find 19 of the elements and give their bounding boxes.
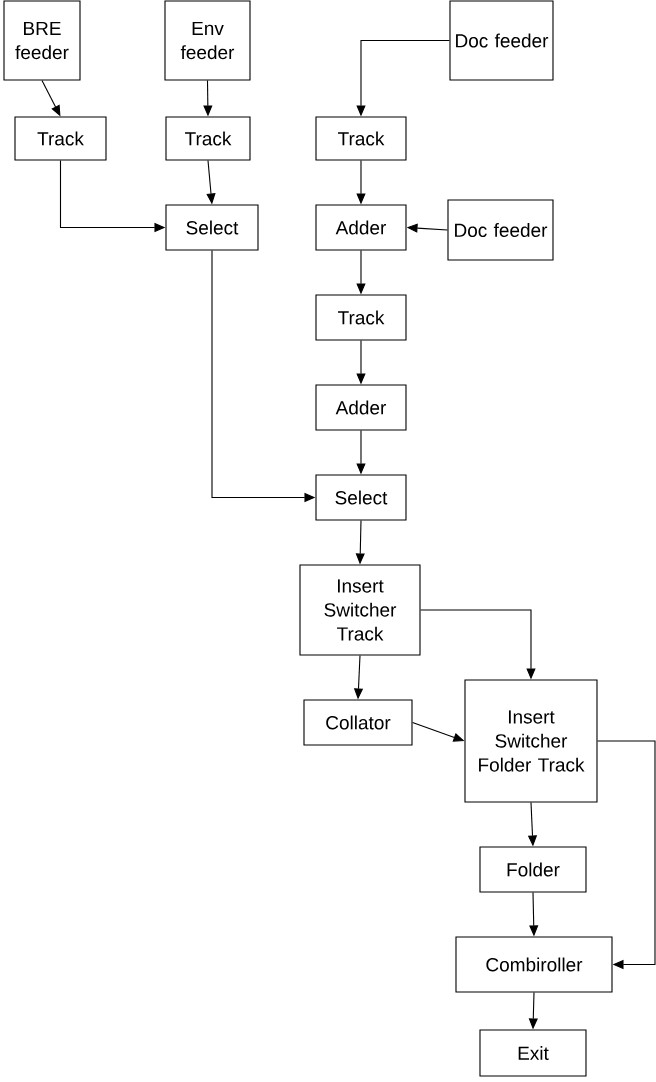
process-box: Env feeder <box>164 0 251 81</box>
process-box: Select <box>165 204 259 251</box>
process-box: Combiroller <box>455 936 613 993</box>
process-box: Adder <box>315 204 407 251</box>
process-box: Adder <box>315 384 407 431</box>
arrow <box>597 740 656 970</box>
process-box: Insert Switcher Track <box>299 564 421 656</box>
process-box: Insert Switcher Folder Track <box>464 679 598 803</box>
process-box: Doc feeder <box>447 199 554 261</box>
process-box: Doc feeder <box>449 0 554 81</box>
process-box: BRE feeder <box>3 0 81 81</box>
process-box: Track <box>14 116 107 161</box>
process-box: Track <box>315 116 407 161</box>
process-box: Collator <box>303 699 413 746</box>
process-box: Select <box>315 474 407 521</box>
process-box: Track <box>165 116 251 161</box>
process-box: Folder <box>479 846 587 893</box>
process-box: Track <box>315 294 407 341</box>
process-box: Exit <box>479 1029 587 1077</box>
